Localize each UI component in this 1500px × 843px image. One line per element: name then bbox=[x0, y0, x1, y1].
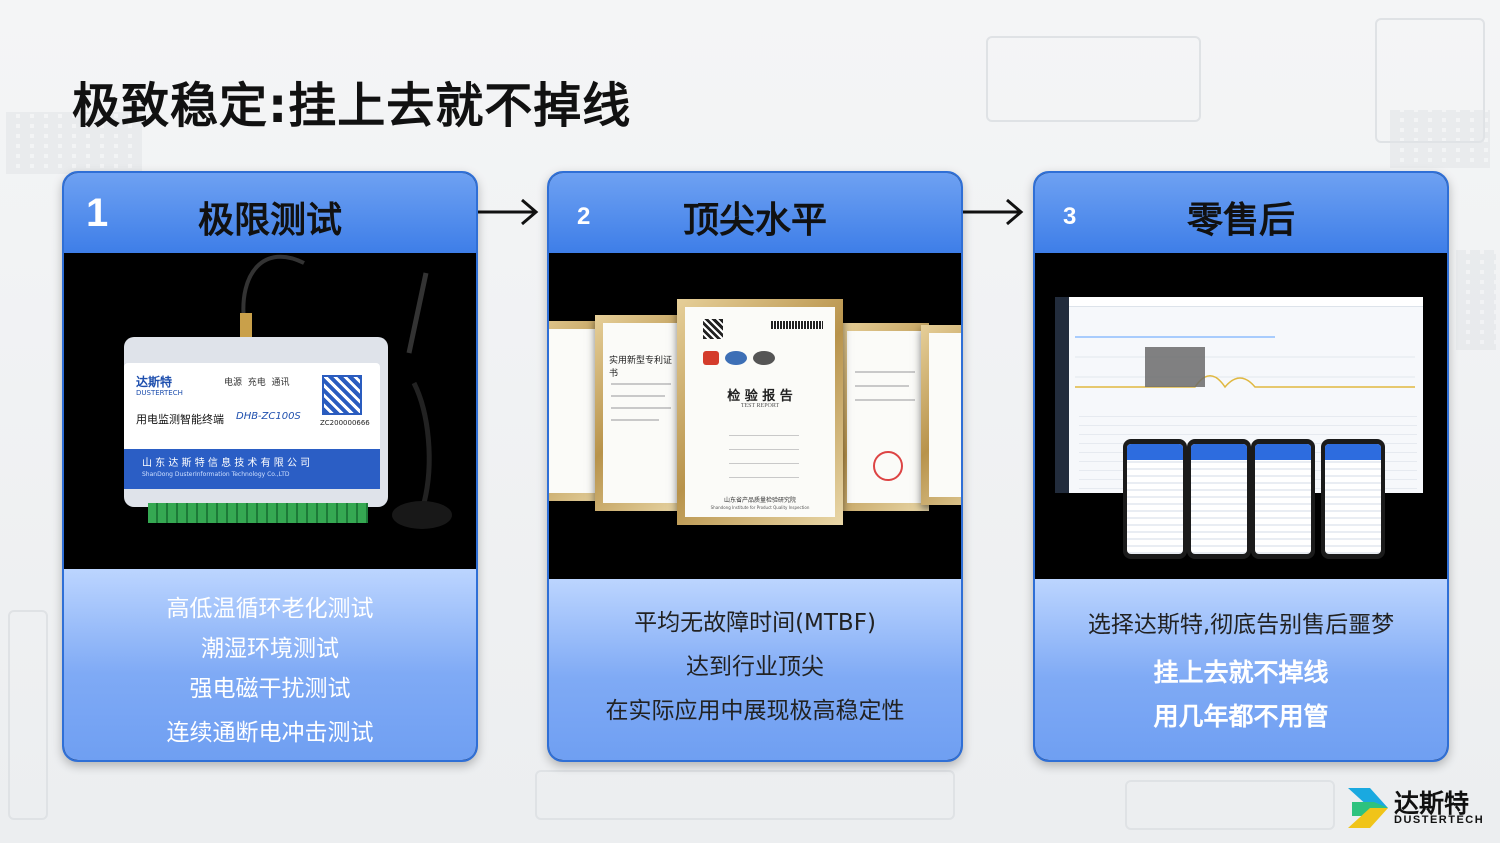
device-photo: 达斯特 DUSTERTECH 电源 充电 通讯 用电监测智能终端 DHB-ZC1… bbox=[64, 253, 476, 569]
device-brand-en: DUSTERTECH bbox=[136, 389, 183, 397]
card-header: 1 极限测试 bbox=[64, 173, 476, 253]
line-chart-icon bbox=[1075, 336, 1415, 389]
feature-line: 高低温循环老化测试 bbox=[166, 596, 374, 622]
test-report-frame: 检 验 报 告 TEST REPORT 山东省产品质量检验研究院 Shandon… bbox=[677, 299, 843, 525]
card-zero-after-sales: 3 零售后 选择达斯特,彻底告别售后噩梦 挂上去就不掉线 用几年都不用管 bbox=[1033, 171, 1449, 762]
arrow-right-icon bbox=[963, 198, 1024, 226]
certificate-frame: 实用新型专利证书 bbox=[595, 315, 687, 511]
phone-screenshot bbox=[1251, 439, 1315, 559]
antenna-icon bbox=[240, 254, 452, 529]
device-company: 山 东 达 斯 特 信 息 技 术 有 限 公 司 bbox=[142, 458, 311, 469]
device-company-en: ShanDong DusterInformation Technology Co… bbox=[142, 471, 290, 478]
terminal-block bbox=[148, 503, 368, 523]
qr-code-icon bbox=[703, 319, 723, 339]
feature-line: 连续通断电冲击测试 bbox=[166, 720, 374, 746]
barcode-icon bbox=[771, 321, 823, 329]
card-title: 零售后 bbox=[1186, 200, 1295, 241]
feature-line: 在实际应用中展现极高稳定性 bbox=[605, 698, 905, 724]
certificate-frame bbox=[839, 323, 929, 511]
device-product: 用电监测智能终端 bbox=[136, 413, 224, 426]
feature-line: 平均无故障时间(MTBF) bbox=[634, 610, 876, 636]
device-brand: 达斯特 bbox=[136, 375, 173, 389]
report-heading: 检 验 报 告 bbox=[727, 389, 793, 404]
card-number: 3 bbox=[1063, 203, 1077, 230]
card-header: 2 顶尖水平 bbox=[549, 173, 961, 253]
phone-screenshot bbox=[1321, 439, 1385, 559]
device-serial: ZC200000666 bbox=[320, 419, 370, 427]
certificate-frame bbox=[921, 325, 961, 505]
feature-line: 达到行业顶尖 bbox=[686, 654, 824, 680]
feature-line-strong: 用几年都不用管 bbox=[1153, 702, 1329, 731]
feature-line: 选择达斯特,彻底告别售后噩梦 bbox=[1087, 612, 1395, 638]
card-footer: 平均无故障时间(MTBF) 达到行业顶尖 在实际应用中展现极高稳定性 bbox=[549, 579, 961, 760]
qr-code-icon bbox=[322, 375, 362, 415]
card-top-level: 2 顶尖水平 实用新型专利证书 bbox=[547, 171, 963, 762]
device-indicators: 电源 充电 通讯 bbox=[224, 378, 290, 388]
logo-mark-icon bbox=[1348, 788, 1388, 828]
logo-name: 达斯特 bbox=[1394, 789, 1470, 818]
report-heading-en: TEST REPORT bbox=[740, 403, 780, 409]
page-title: 极致稳定:挂上去就不掉线 bbox=[72, 78, 632, 134]
device-model: DHB-ZC100S bbox=[236, 411, 301, 422]
arrow-right-icon bbox=[478, 198, 539, 226]
card-title: 极限测试 bbox=[197, 200, 342, 241]
report-issuer-en: Shandong Institute for Product Quality I… bbox=[710, 505, 810, 510]
feature-line-strong: 挂上去就不掉线 bbox=[1153, 658, 1329, 687]
certificates-photo: 实用新型专利证书 bbox=[549, 253, 961, 569]
report-issuer: 山东省产品质量检验研究院 bbox=[723, 497, 796, 504]
logo-sub: DUSTERTECH bbox=[1394, 814, 1485, 826]
card-header: 3 零售后 bbox=[1035, 173, 1447, 253]
platform-screenshot bbox=[1035, 253, 1447, 569]
card-footer: 选择达斯特,彻底告别售后噩梦 挂上去就不掉线 用几年都不用管 bbox=[1035, 579, 1447, 760]
card-number: 2 bbox=[577, 203, 591, 230]
card-footer: 高低温循环老化测试 潮湿环境测试 强电磁干扰测试 连续通断电冲击测试 bbox=[64, 569, 476, 760]
card-limit-test: 1 极限测试 达斯特 DUSTERTECH 电源 充电 通讯 用电监测智能终端 … bbox=[62, 171, 478, 762]
accreditation-logos bbox=[703, 351, 807, 367]
card-title: 顶尖水平 bbox=[682, 200, 827, 241]
feature-line: 强电磁干扰测试 bbox=[189, 676, 351, 702]
card-number: 1 bbox=[86, 191, 109, 235]
feature-line: 潮湿环境测试 bbox=[201, 636, 339, 662]
certificate-side-title: 实用新型专利证书 bbox=[609, 356, 673, 379]
phone-screenshot bbox=[1123, 439, 1187, 559]
monitoring-terminal: 达斯特 DUSTERTECH 电源 充电 通讯 用电监测智能终端 DHB-ZC1… bbox=[124, 337, 388, 533]
company-logo: 达斯特 DUSTERTECH bbox=[1348, 782, 1488, 830]
phone-screenshot bbox=[1187, 439, 1251, 559]
